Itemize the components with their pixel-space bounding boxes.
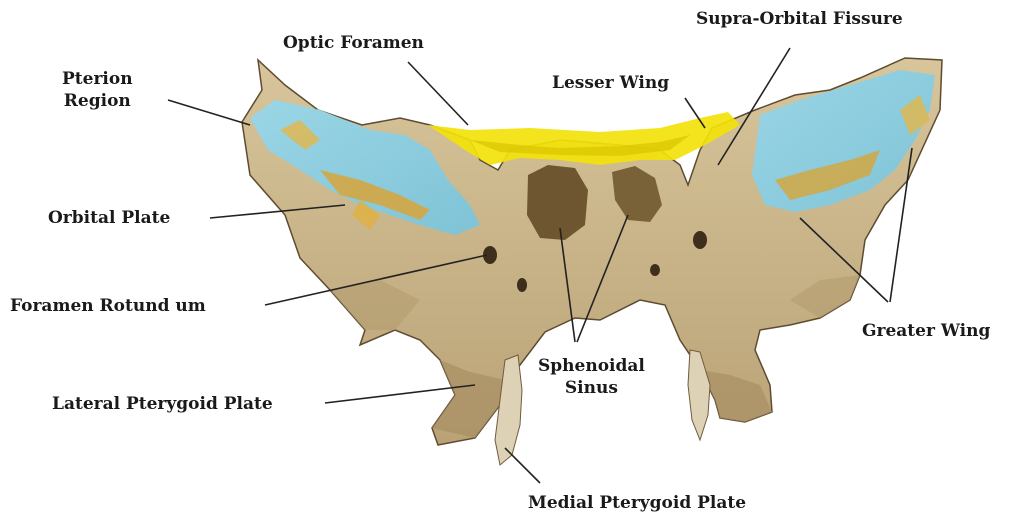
label-lateral-pterygoid-plate: Lateral Pterygoid Plate [52,393,273,415]
label-optic-foramen: Optic Foramen [283,32,424,54]
right-orbital-plate-region [752,70,935,212]
label-supra-orbital-fissure: Supra-Orbital Fissure [696,8,903,30]
sphenoidal-label-line1: Sphenoidal [538,355,645,377]
label-orbital-plate: Orbital Plate [48,207,170,229]
right-foramen-rotundum [693,231,707,249]
label-foramen-rotundum: Foramen Rotund um [10,295,206,317]
sphenoidal-label-line2: Sinus [538,377,645,399]
pterion-label-line2: Region [62,90,133,112]
label-medial-pterygoid-plate: Medial Pterygoid Plate [528,492,746,514]
pterion-label-line1: Pterion [62,68,133,90]
label-greater-wing: Greater Wing [862,320,990,342]
label-sphenoidal-sinus: Sphenoidal Sinus [538,355,645,399]
label-pterion: Pterion Region [62,68,133,112]
left-sphenoidal-sinus-opening [527,165,588,240]
label-lesser-wing: Lesser Wing [552,72,669,94]
